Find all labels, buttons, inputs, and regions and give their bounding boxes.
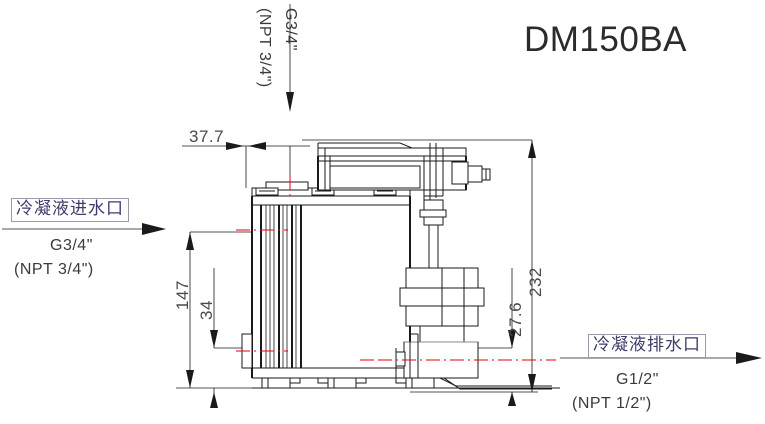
condensate-inlet-thread-g: G3/4" xyxy=(50,237,93,254)
dimension-label-34: 34 xyxy=(197,300,216,320)
centerlines xyxy=(236,176,556,361)
condensate-inlet-leader xyxy=(2,223,166,235)
condensate-outlet-thread-g: G1/2" xyxy=(616,371,659,388)
dimension-label-27-6: 27.6 xyxy=(506,301,525,337)
valve-stem-upper xyxy=(419,199,447,268)
top-inlet-leader xyxy=(286,4,294,112)
dimension-label-232: 232 xyxy=(526,267,545,297)
dimension-232 xyxy=(302,139,538,393)
dimension-label-147: 147 xyxy=(173,280,192,310)
dimension-37-7 xyxy=(182,142,310,196)
top-inlet-thread-npt: (NPT 3/4") xyxy=(256,8,273,88)
page-title: DM150BA xyxy=(524,20,688,59)
condensate-inlet-label: 冷凝液进水口 xyxy=(11,198,129,222)
dimension-label-37-7: 37.7 xyxy=(189,127,225,146)
motor-housing xyxy=(317,142,491,200)
actuator-block xyxy=(399,267,485,355)
cooling-fins xyxy=(260,205,302,368)
condensate-inlet-thread-npt: (NPT 3/4") xyxy=(14,261,94,278)
condensate-outlet-thread-npt: (NPT 1/2") xyxy=(572,395,652,412)
bottom-feet xyxy=(252,377,560,390)
top-inlet-thread-g: G3/4" xyxy=(282,8,299,51)
condensate-outlet-label: 冷凝液排水口 xyxy=(588,334,706,358)
condensate-outlet-leader xyxy=(560,352,762,364)
outlet-body xyxy=(395,333,479,379)
